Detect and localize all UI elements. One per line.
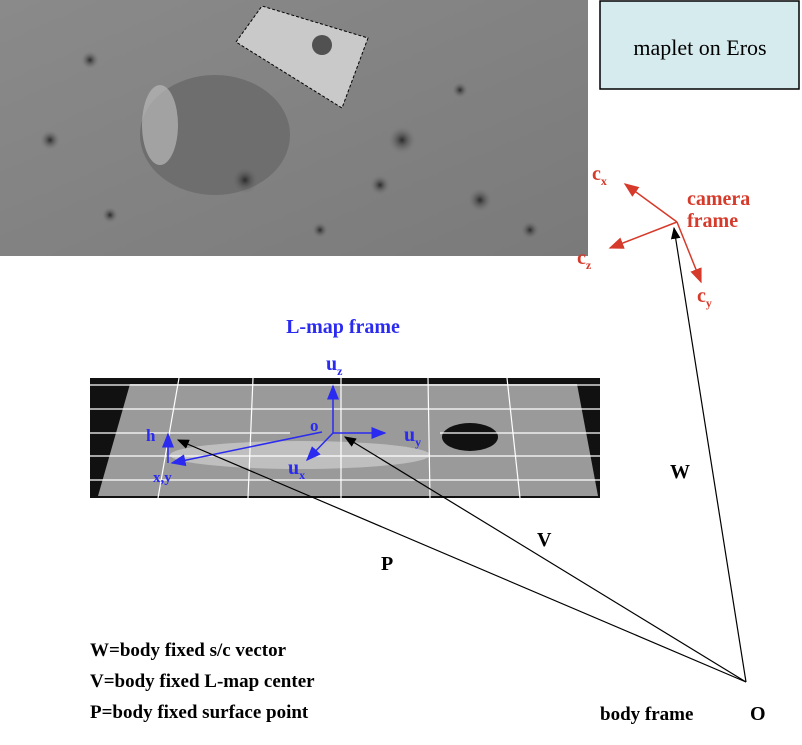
title-box-text: maplet on Eros [633,35,766,60]
title-box [599,0,800,90]
camera-y-label: cy [697,285,712,310]
legend: W=body fixed s/c vector V=body fixed L-m… [90,640,315,723]
p-label: P [381,553,393,575]
camera-z-axis [608,221,678,249]
legend-item: W=body fixed s/c vector [90,640,287,661]
camera-x-axis [623,183,678,223]
body-frame-label: body frame [600,704,693,725]
camera-frame-label: camera [687,188,750,210]
camera-frame [608,183,702,284]
legend-item: P=body fixed surface point [90,702,309,723]
vector-p [176,439,747,683]
camera-z-label: cz [577,247,592,272]
lmap-frame-title: L-map frame [286,316,400,338]
vectors [176,226,747,683]
camera-y-axis [676,221,702,284]
maplet-patch [235,5,369,109]
vector-w [670,226,747,683]
lmap-frame-axes [162,384,387,467]
ux-label: ux [288,457,305,482]
uz-label: uz [326,353,343,378]
h-label: h [146,426,156,445]
xy-label: x,y [153,470,172,486]
camera-frame-label-2: frame [687,210,738,232]
eros-surface-image [0,0,588,256]
camera-x-label: cx [592,163,607,188]
origin-o-label: o [310,416,319,435]
w-label: W [670,461,690,483]
body-origin-label: O [750,703,766,725]
vector-v [343,436,747,683]
legend-item: V=body fixed L-map center [90,671,315,692]
uy-label: uy [404,424,421,449]
v-label: V [537,529,552,551]
